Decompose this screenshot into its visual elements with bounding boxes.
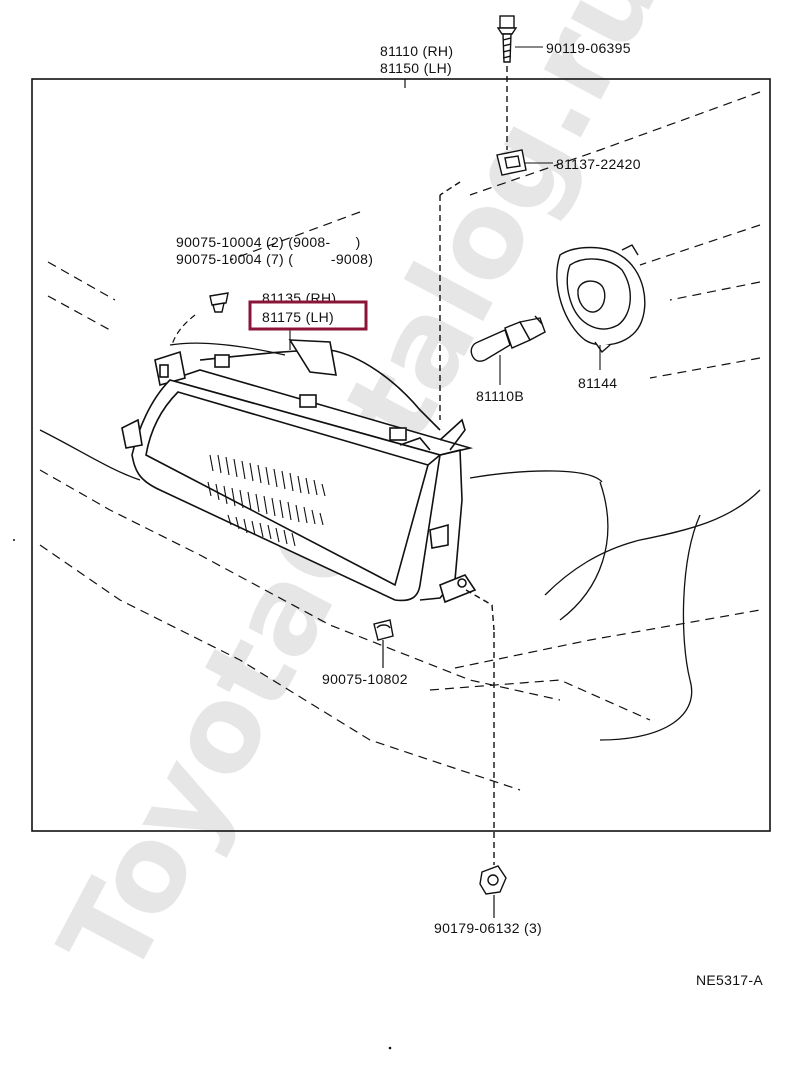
label-clip-nut: 81137-22420 <box>556 156 641 172</box>
label-clip-a: 90075-10004 (2) (9008- ) <box>176 234 361 250</box>
clip-nut-part[interactable] <box>496 149 527 176</box>
label-bulb: 81110B <box>476 388 524 404</box>
car-body-outline <box>39 91 761 791</box>
diagram-code: NE5317-A <box>696 972 763 988</box>
label-unit-lh[interactable]: 81175 (LH) <box>262 309 334 325</box>
leader-lines <box>289 46 601 385</box>
label-bottom-clip: 90075-10802 <box>322 671 408 687</box>
diagram-frame <box>31 78 771 832</box>
label-clip-b: 90075-10004 (7) ( -9008) <box>176 251 373 267</box>
bulb-part[interactable] <box>470 315 546 362</box>
label-bottom-nut: 90179-06132 (3) <box>434 920 542 936</box>
headlamp-assembly[interactable] <box>121 339 477 604</box>
socket-cover-part[interactable] <box>556 244 646 354</box>
bottom-nut-part[interactable] <box>479 865 507 895</box>
label-screw: 90119-06395 <box>546 40 631 56</box>
screw-part[interactable] <box>496 15 518 63</box>
label-socket-cover: 81144 <box>578 375 617 391</box>
clip-part[interactable] <box>209 292 229 313</box>
highlight-box[interactable] <box>248 300 368 331</box>
label-headlamp-lh: 81150 (LH) <box>380 60 452 76</box>
label-headlamp-rh: 81110 (RH) <box>380 43 453 59</box>
lens-pattern <box>207 454 326 547</box>
bottom-clip-part[interactable] <box>373 619 394 641</box>
